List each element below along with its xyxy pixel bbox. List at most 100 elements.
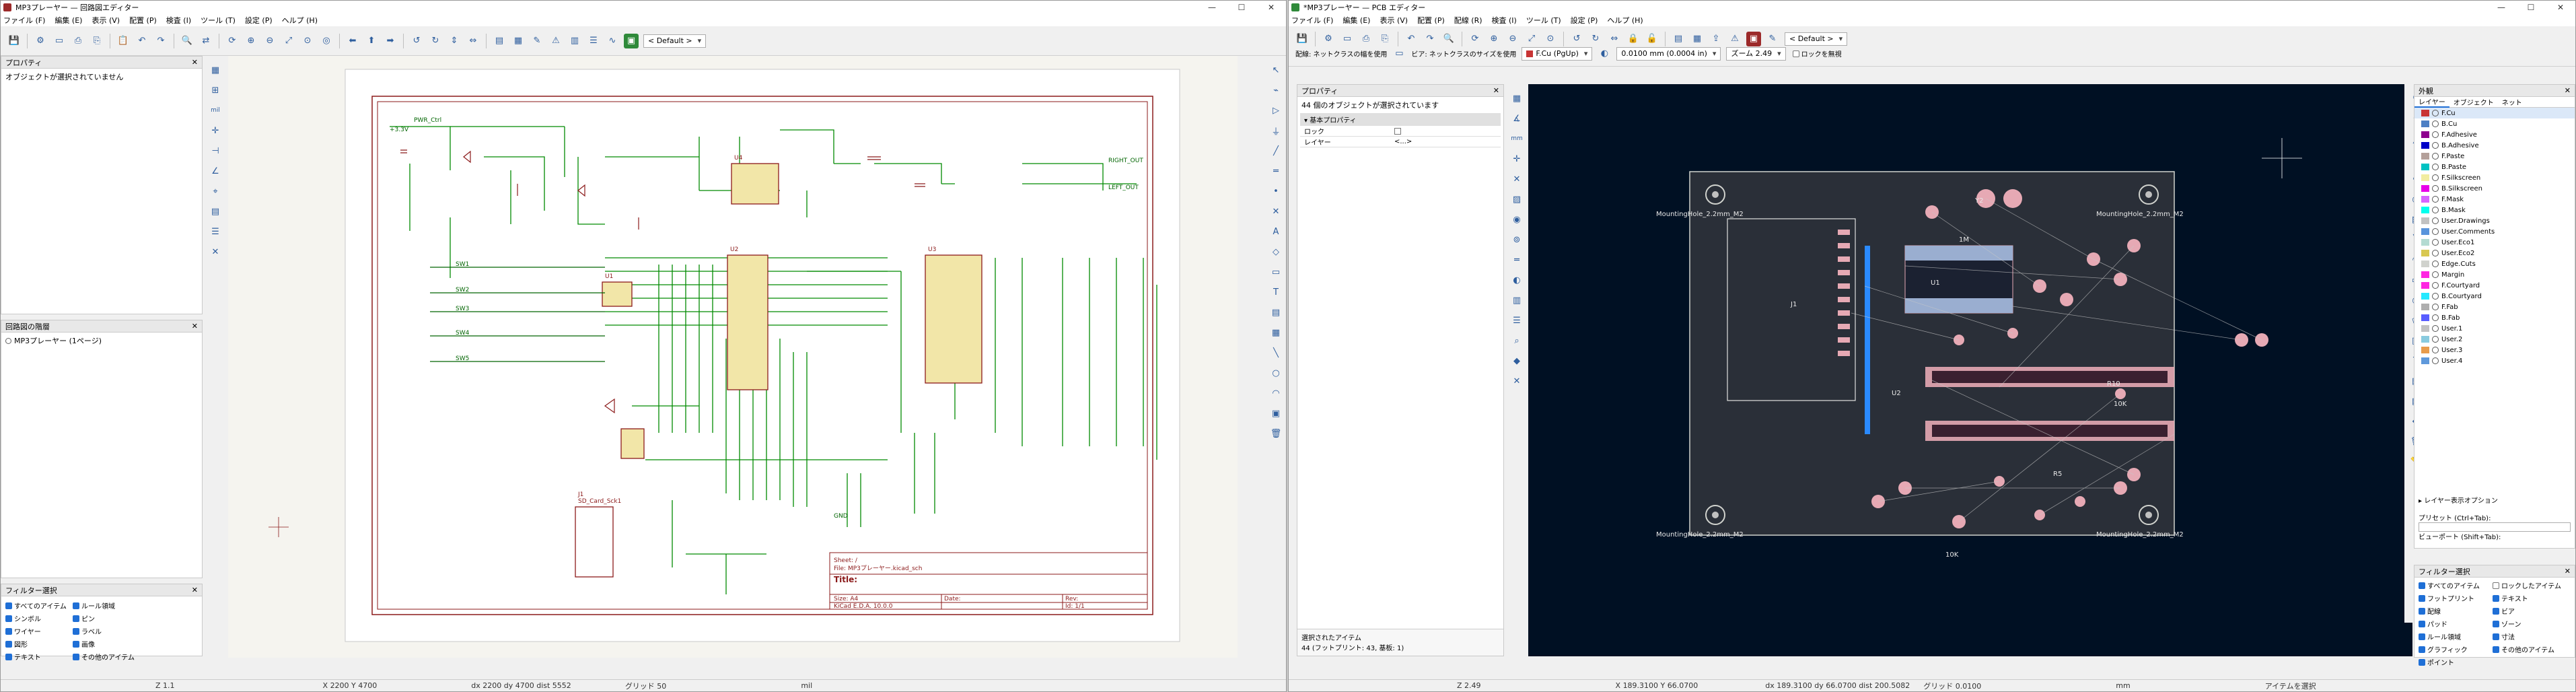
- layer-row[interactable]: User.Eco2: [2414, 248, 2575, 258]
- layer-color-swatch[interactable]: [2421, 239, 2429, 246]
- add-table-icon[interactable]: ▦: [1271, 327, 1281, 338]
- layer-color-swatch[interactable]: [2421, 304, 2429, 310]
- zoom-objects-icon[interactable]: ⊙: [1546, 34, 1554, 44]
- layer-row[interactable]: User.Eco1: [2414, 237, 2575, 248]
- symbol-fields-icon[interactable]: ▥: [570, 36, 579, 46]
- menu-help[interactable]: ヘルプ (H): [1607, 16, 1643, 25]
- bom-icon[interactable]: ☰: [589, 36, 598, 46]
- visibility-eye-icon[interactable]: [2432, 357, 2439, 364]
- line-mode-icon[interactable]: ∠: [211, 166, 219, 176]
- filter-labels[interactable]: ラベル: [73, 626, 135, 636]
- filter-locked-items[interactable]: ロックしたアイテム: [2493, 580, 2561, 590]
- add-arc-icon[interactable]: ◠: [1272, 388, 1280, 399]
- filter-vias[interactable]: ビア: [2493, 606, 2561, 616]
- prop-lock-checkbox[interactable]: [1394, 127, 1401, 135]
- redo-icon[interactable]: ↷: [157, 36, 165, 46]
- page-settings-icon[interactable]: ▭: [55, 36, 64, 46]
- visibility-eye-icon[interactable]: [2432, 120, 2439, 127]
- visibility-eye-icon[interactable]: [2432, 239, 2439, 246]
- find-replace-icon[interactable]: ⇄: [202, 36, 210, 46]
- board-setup-icon[interactable]: ⚙: [1324, 34, 1332, 44]
- filter-pins[interactable]: ピン: [73, 613, 135, 623]
- tab-layers[interactable]: レイヤー: [2414, 96, 2449, 108]
- add-circle-icon[interactable]: ○: [1272, 368, 1280, 378]
- page-settings-icon[interactable]: ▭: [1343, 34, 1352, 44]
- layer-color-swatch[interactable]: [2421, 347, 2429, 353]
- layer-color-swatch[interactable]: [2421, 153, 2429, 160]
- plot-icon[interactable]: ⎘: [1381, 34, 1389, 44]
- visibility-eye-icon[interactable]: [2432, 314, 2439, 321]
- menu-preferences[interactable]: 設定 (P): [244, 16, 273, 25]
- filter-other-items[interactable]: その他のアイテム: [73, 652, 135, 662]
- layer-color-swatch[interactable]: [2421, 164, 2429, 170]
- filter-rule-areas[interactable]: ルール領域: [2419, 631, 2487, 642]
- footprint-browser-icon[interactable]: ▦: [1692, 34, 1702, 44]
- visibility-eye-icon[interactable]: [2432, 282, 2439, 289]
- layer-row[interactable]: B.Fab: [2414, 312, 2575, 323]
- layer-row[interactable]: B.Silkscreen: [2414, 183, 2575, 194]
- high-contrast-icon[interactable]: ◐: [1513, 275, 1521, 285]
- menu-tools[interactable]: ツール (T): [1526, 16, 1561, 25]
- visibility-eye-icon[interactable]: [2432, 217, 2439, 224]
- layer-combo[interactable]: F.Cu (PgUp): [1522, 46, 1593, 61]
- layer-color-swatch[interactable]: [2421, 217, 2429, 224]
- rotate-cw-icon[interactable]: ↻: [431, 36, 439, 46]
- visibility-eye-icon[interactable]: [2432, 250, 2439, 256]
- flip-icon[interactable]: ⇔: [1610, 34, 1618, 44]
- layer-row[interactable]: B.Adhesive: [2414, 140, 2575, 151]
- schematic-editor-icon[interactable]: ▣: [1746, 31, 1761, 46]
- close-icon[interactable]: ✕: [2564, 86, 2571, 95]
- layer-row[interactable]: F.Adhesive: [2414, 129, 2575, 140]
- via-display-icon[interactable]: ⊚: [1513, 234, 1521, 245]
- maximize-button[interactable]: ☐: [1238, 3, 1246, 12]
- prop-layer-value[interactable]: <...>: [1394, 138, 1412, 145]
- layer-row[interactable]: User.1: [2414, 323, 2575, 334]
- undo-icon[interactable]: ↶: [1407, 34, 1415, 44]
- net-colors-icon[interactable]: ▥: [1512, 295, 1522, 306]
- unlock-icon[interactable]: 🔓: [1646, 34, 1658, 44]
- zone-fill-icon[interactable]: ▨: [1512, 194, 1522, 205]
- close-icon[interactable]: ✕: [1493, 86, 1499, 95]
- filter-tracks[interactable]: 配線: [2419, 606, 2487, 616]
- filter-other-items[interactable]: その他のアイテム: [2493, 644, 2561, 654]
- cursor-style-icon[interactable]: ✛: [1513, 153, 1521, 164]
- save-icon[interactable]: 💾: [8, 36, 20, 46]
- visibility-eye-icon[interactable]: [2432, 131, 2439, 138]
- find-icon[interactable]: 🔍: [181, 36, 193, 46]
- zoom-out-icon[interactable]: ⊖: [1509, 34, 1517, 44]
- highlight-net-icon[interactable]: ⌁: [1273, 85, 1279, 96]
- layers-manager-icon[interactable]: ☰: [1513, 315, 1521, 326]
- layer-row[interactable]: User.Drawings: [2414, 215, 2575, 226]
- schematic-setup-icon[interactable]: ⚙: [36, 36, 44, 46]
- navigate-up-icon[interactable]: ⬆: [367, 36, 375, 46]
- menu-edit[interactable]: 編集 (E): [1343, 16, 1371, 25]
- layer-color-swatch[interactable]: [2421, 131, 2429, 138]
- layer-color-swatch[interactable]: [2421, 174, 2429, 181]
- filter-footprints[interactable]: フットプリント: [2419, 593, 2487, 603]
- select-icon[interactable]: ↖: [1272, 65, 1280, 75]
- rotate-cw-icon[interactable]: ↻: [1591, 34, 1600, 44]
- grid-toggle-icon[interactable]: ▦: [1512, 93, 1522, 104]
- via-size-label[interactable]: ビア: ネットクラスのサイズを使用: [1411, 51, 1517, 59]
- ignore-locks-checkbox[interactable]: ロックを無視: [1792, 48, 1842, 59]
- visibility-eye-icon[interactable]: [2432, 196, 2439, 203]
- rotate-ccw-icon[interactable]: ↺: [413, 36, 421, 46]
- filter-text[interactable]: テキスト: [2493, 593, 2561, 603]
- plot-icon[interactable]: ⎘: [93, 36, 101, 46]
- maximize-button[interactable]: ☐: [2527, 3, 2535, 12]
- layer-row[interactable]: User.4: [2414, 355, 2575, 366]
- visibility-eye-icon[interactable]: [2432, 261, 2439, 267]
- layer-color-swatch[interactable]: [2421, 261, 2429, 267]
- visibility-eye-icon[interactable]: [2432, 347, 2439, 353]
- search-panel-icon[interactable]: ⌕: [1514, 335, 1519, 346]
- net-inspector-icon[interactable]: ◆: [1513, 355, 1520, 366]
- track-width-label[interactable]: 配線: ネットクラスの幅を使用: [1295, 51, 1388, 59]
- layer-color-swatch[interactable]: [2421, 250, 2429, 256]
- units-mil-icon[interactable]: mil: [211, 107, 220, 114]
- add-text-icon[interactable]: T: [1273, 287, 1279, 298]
- symbol-editor-icon[interactable]: ▤: [495, 36, 504, 46]
- layer-color-swatch[interactable]: [2421, 110, 2429, 116]
- add-global-label-icon[interactable]: ◇: [1273, 246, 1279, 257]
- add-wire-icon[interactable]: ╱: [1273, 145, 1279, 156]
- layer-color-swatch[interactable]: [2421, 142, 2429, 149]
